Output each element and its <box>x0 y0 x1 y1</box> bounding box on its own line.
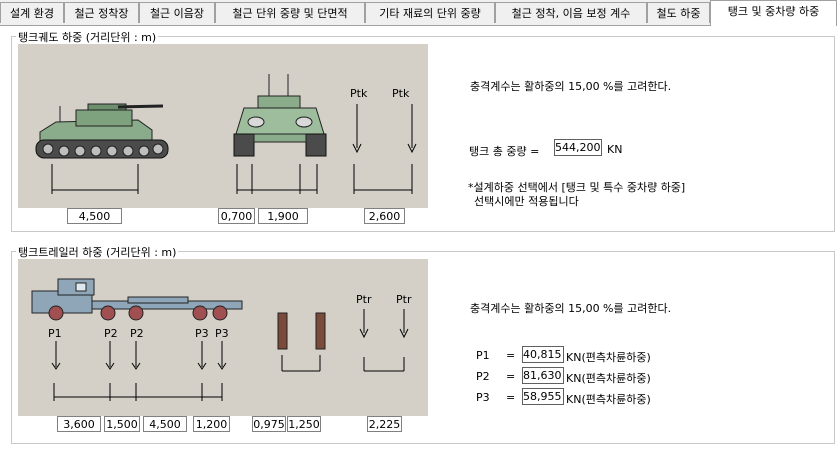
trailer-dim-5: 0,975 <box>252 416 286 432</box>
tank-load-label-1: Ptk <box>350 87 368 100</box>
tank-note-line1: *설계하중 선택에서 [탱크 및 특수 중차량 하중] <box>468 181 686 194</box>
tank-group-title: 탱크궤도 하중 (거리단위 : m) <box>16 29 159 45</box>
trailer-dimension-lines <box>53 383 223 401</box>
trailer-vehicle <box>31 278 243 321</box>
tab-rebar-unit-weight[interactable]: 철근 단위 중량 및 단면적 <box>215 2 365 23</box>
trailer-dim-7: 2,225 <box>367 416 402 432</box>
load-p1-input[interactable]: 40,815 <box>522 346 564 363</box>
trailer-impact-factor-text: 충격계수는 활하중의 15,00 %를 고려한다. <box>470 302 672 315</box>
tank-dim-load-spacing: 2,600 <box>364 208 405 224</box>
tab-rebar-splice[interactable]: 철근 이음장 <box>139 2 215 23</box>
axle-label-3: P2 <box>130 327 144 340</box>
load-p2-name: P2 <box>476 370 490 383</box>
tank-front-view <box>233 74 327 157</box>
axle-label-4: P3 <box>195 327 209 340</box>
tab-tank-heavy-vehicle[interactable]: 탱크 및 중차량 하중 <box>710 0 837 26</box>
load-p2-unit: KN(편측차륜하중) <box>566 372 651 385</box>
axle-label-5: P3 <box>215 327 229 340</box>
trailer-axle-arrows: P1 P2 P2 P3 P3 <box>48 327 229 370</box>
trailer-diagram: P1 P2 P2 P3 P3 Ptr Ptr <box>31 278 412 401</box>
load-p3-eq: = <box>506 391 516 404</box>
tank-dimension-lines <box>51 164 413 194</box>
tank-total-weight-input[interactable]: 544,200 <box>554 139 602 156</box>
load-p1-name: P1 <box>476 349 490 362</box>
tab-design-environment[interactable]: 설계 환경 <box>0 2 64 23</box>
trailer-dim-6: 1,250 <box>287 416 321 432</box>
tank-impact-factor-text: 충격계수는 활하중의 15,00 %를 고려한다. <box>470 80 672 93</box>
tank-total-weight-unit: KN <box>607 143 623 156</box>
tank-total-weight-label: 탱크 총 중량 = <box>469 145 540 158</box>
trailer-wheel-section <box>277 312 326 372</box>
trailer-load-arrows: Ptr Ptr <box>356 293 412 372</box>
tab-bar: 설계 환경 철근 정착장 철근 이음장 철근 단위 중량 및 단면적 기타 재료… <box>0 0 837 26</box>
trailer-load-label-1: Ptr <box>356 293 372 306</box>
tank-load-label-2: Ptk <box>392 87 410 100</box>
trailer-load-label-2: Ptr <box>396 293 412 306</box>
trailer-group-title: 탱크트레일러 하중 (거리단위 : m) <box>16 244 179 260</box>
trailer-dim-1: 3,600 <box>57 416 101 432</box>
tank-dim-length: 4,500 <box>67 208 122 224</box>
trailer-dim-2: 1,500 <box>104 416 140 432</box>
trailer-dim-3: 4,500 <box>143 416 187 432</box>
axle-label-1: P1 <box>48 327 62 340</box>
tank-load-group <box>11 36 835 232</box>
tank-side-view <box>35 103 169 159</box>
tank-dim-track-width: 0,700 <box>218 208 255 224</box>
tank-load-arrows: Ptk Ptk <box>350 87 417 154</box>
trailer-dim-4: 1,200 <box>193 416 230 432</box>
tank-dim-track-gap: 1,900 <box>258 208 308 224</box>
load-p3-input[interactable]: 58,955 <box>522 388 564 405</box>
tab-railway-load[interactable]: 철도 하중 <box>647 2 710 23</box>
tab-material-unit-weight[interactable]: 기타 재료의 단위 중량 <box>365 2 495 23</box>
trailer-diagram-panel: P1 P2 P2 P3 P3 Ptr Ptr <box>18 259 428 416</box>
trailer-load-group <box>11 251 835 444</box>
load-p3-unit: KN(편측차륜하중) <box>566 393 651 406</box>
tab-rebar-anchorage[interactable]: 철근 정착장 <box>64 2 139 23</box>
load-p2-eq: = <box>506 370 516 383</box>
tank-diagram-panel: Ptk Ptk <box>18 44 428 208</box>
tank-diagram: Ptk Ptk <box>35 74 417 194</box>
tank-note-line2: 선택시에만 적용됩니다 <box>474 195 579 208</box>
load-p1-unit: KN(편측차륜하중) <box>566 351 651 364</box>
load-p2-input[interactable]: 81,630 <box>522 367 564 384</box>
load-p3-name: P3 <box>476 391 490 404</box>
load-p1-eq: = <box>506 349 516 362</box>
tab-correction-factors[interactable]: 철근 정착, 이음 보정 계수 <box>495 2 647 23</box>
axle-label-2: P2 <box>104 327 118 340</box>
